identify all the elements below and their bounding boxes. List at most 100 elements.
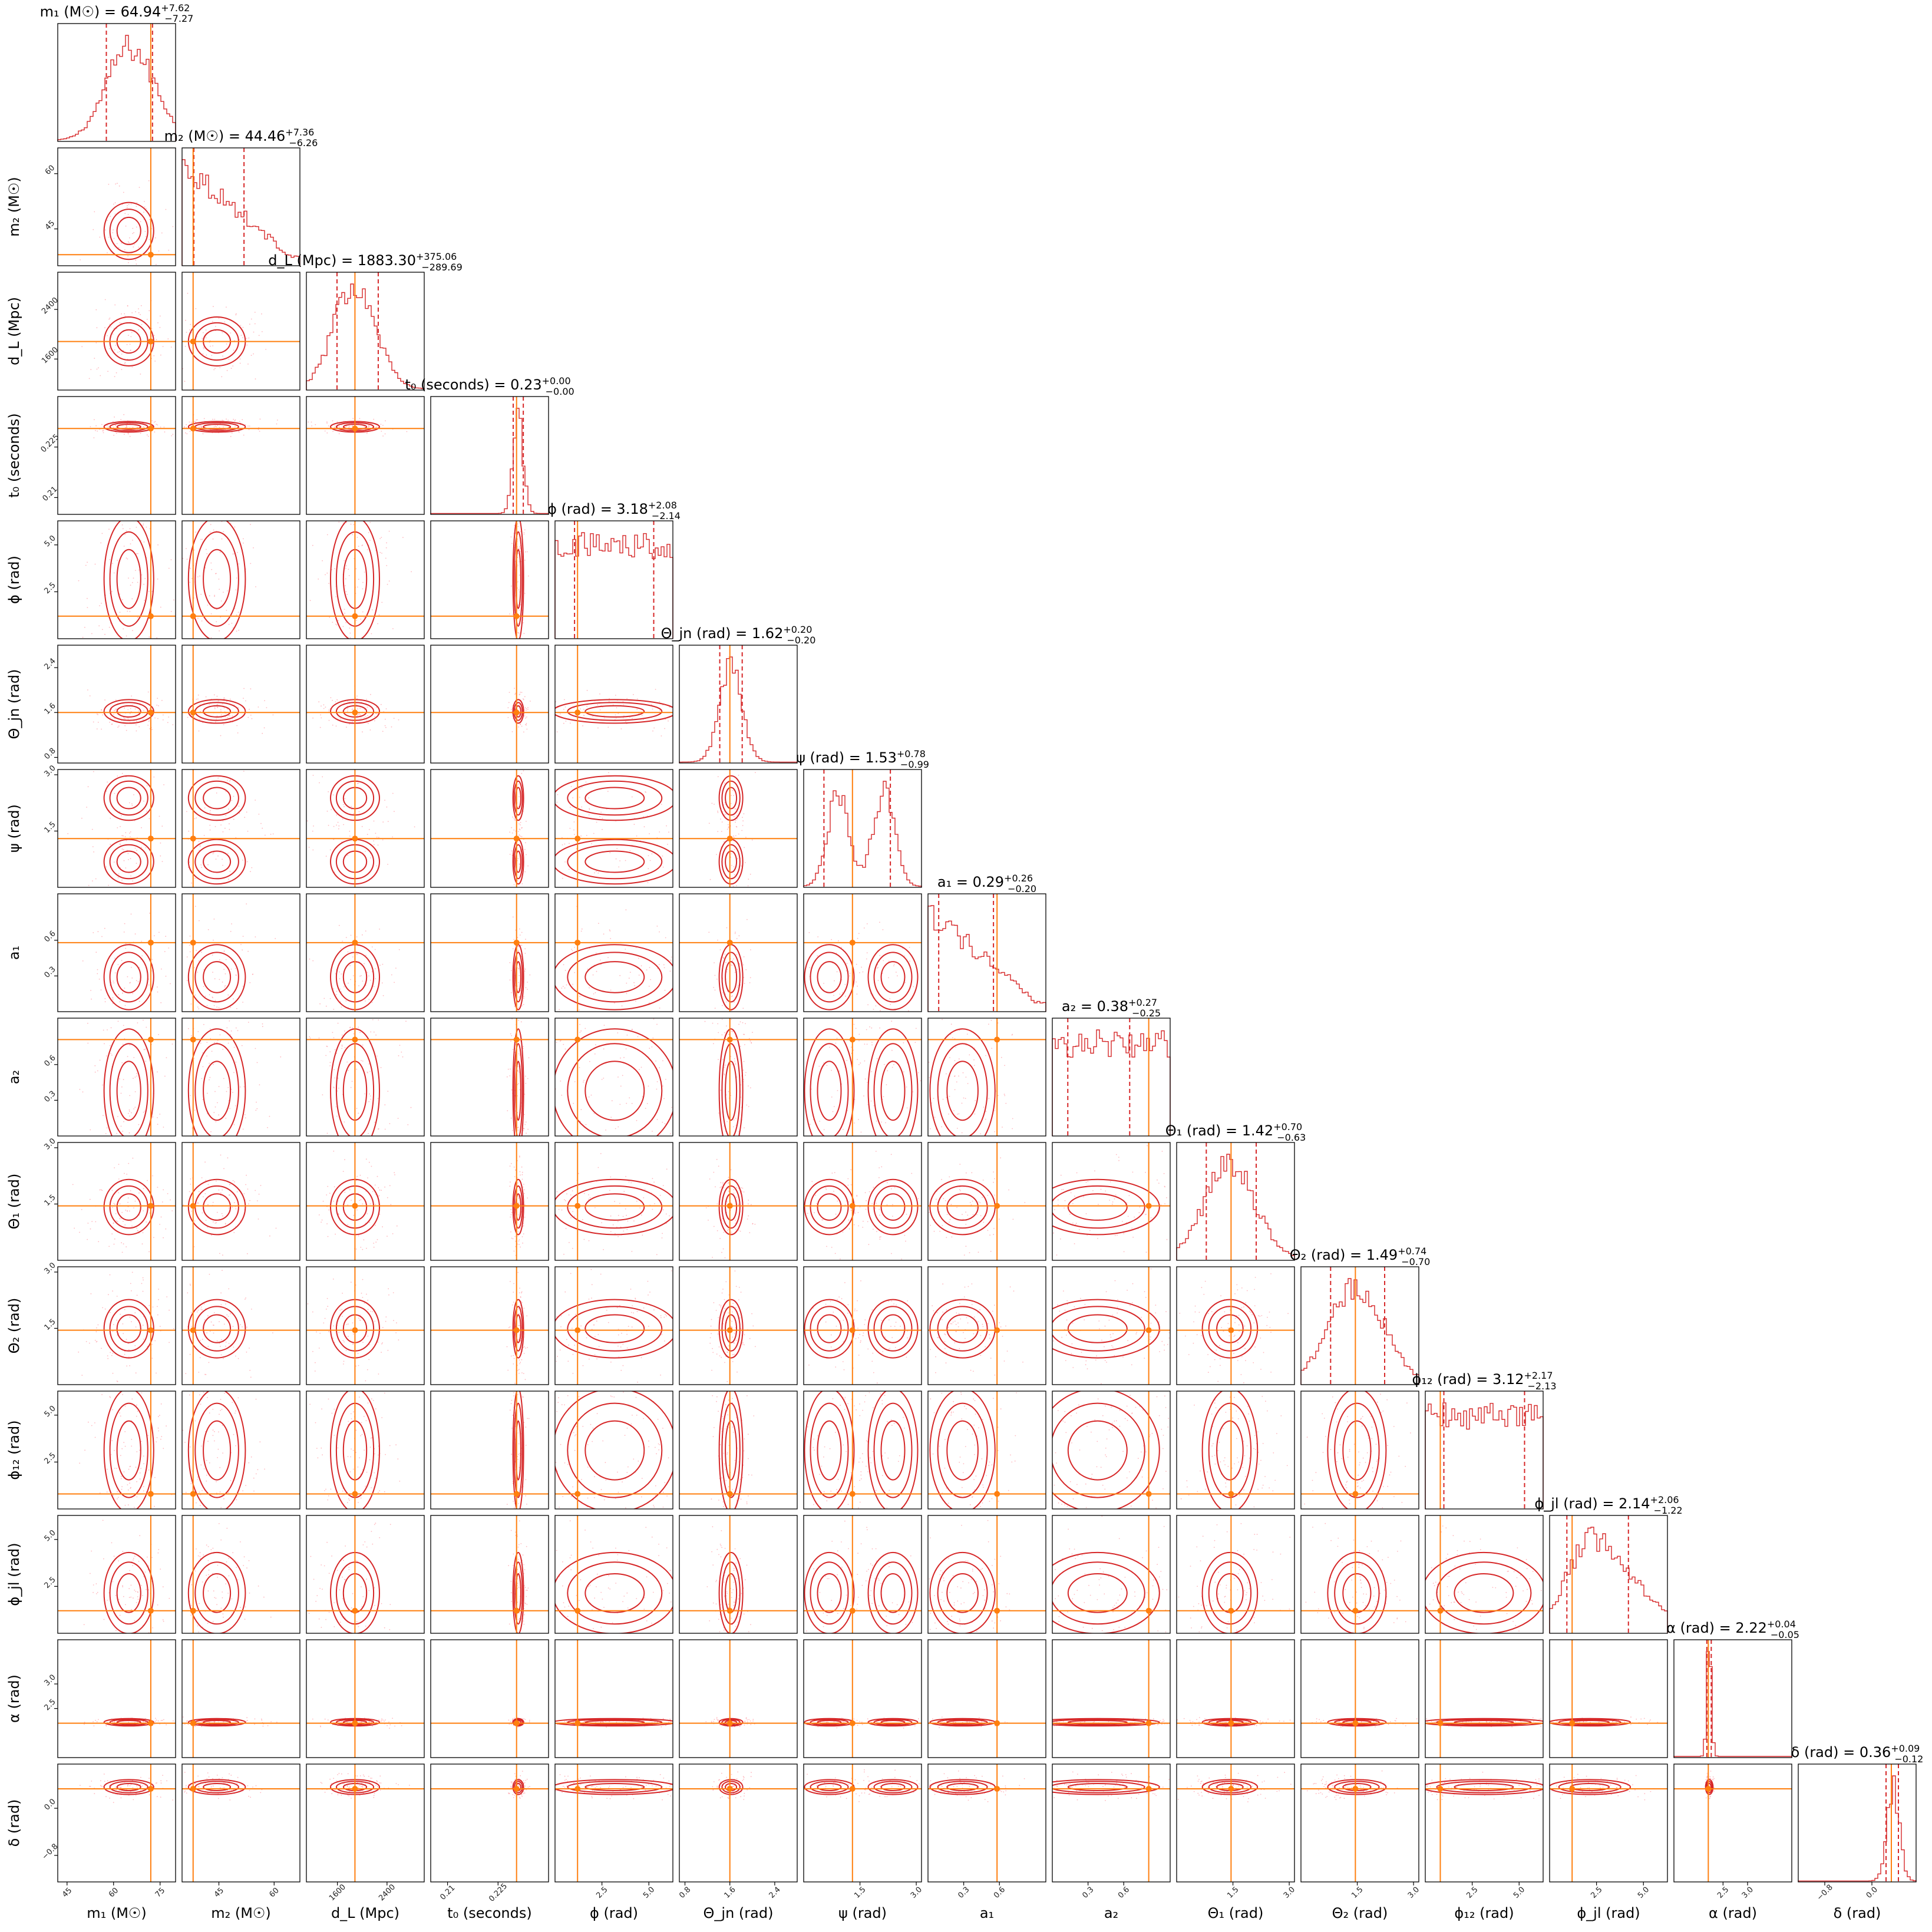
- truth-point: [994, 1786, 1000, 1792]
- x-axis-label: a₂: [1104, 1905, 1118, 1921]
- truth-point: [147, 1720, 154, 1726]
- contour-level-3: [187, 521, 246, 639]
- histogram-3: [430, 396, 549, 515]
- contour-level-1: [1067, 1783, 1128, 1791]
- contour-level-3: [867, 1299, 919, 1359]
- panel-7-1: [181, 893, 300, 1012]
- contour-level-2: [567, 952, 663, 1003]
- y-axis-label: a₁: [6, 946, 22, 960]
- contour-level-3: [867, 944, 919, 1010]
- histogram-bars: [1549, 1527, 1668, 1633]
- panel-frame: [430, 1142, 549, 1261]
- panel-frame: [1300, 1515, 1419, 1634]
- contour-level-3: [103, 1779, 154, 1795]
- histogram-0: [57, 23, 176, 142]
- histogram-9: [1176, 1142, 1295, 1261]
- truth-point: [849, 1327, 856, 1333]
- panel-10-6: [803, 1266, 922, 1385]
- panel-frame: [181, 1515, 300, 1634]
- truth-point: [190, 425, 196, 432]
- histogram-title: m₁ (M☉) = 64.94+7.62−7.27: [40, 2, 194, 24]
- truth-point: [574, 1203, 581, 1209]
- histogram-bars: [57, 35, 176, 141]
- panel-12-11: [1425, 1515, 1544, 1634]
- contour-level-2: [873, 1781, 913, 1794]
- truth-point: [574, 1786, 581, 1792]
- contour-level-3: [187, 699, 246, 724]
- contour-level-1: [584, 1783, 645, 1791]
- truth-point: [994, 1491, 1000, 1497]
- contour-level-2: [109, 780, 148, 816]
- histogram-title: ψ (rad) = 1.53+0.78−0.99: [796, 748, 929, 770]
- x-tick-label: 3.0: [1741, 1885, 1755, 1900]
- truth-point: [352, 1036, 358, 1043]
- contour-level-1: [584, 705, 645, 718]
- contour-level-1: [116, 1783, 141, 1791]
- y-tick-label: 2.4: [42, 656, 57, 671]
- y-tick-label: 1.6: [42, 702, 57, 716]
- contour-level-2: [567, 1306, 663, 1352]
- contour-level-3: [867, 1028, 919, 1136]
- contour-level-3: [1425, 1779, 1543, 1795]
- panel-10-8: [1052, 1266, 1171, 1385]
- contours: [512, 1551, 524, 1633]
- panel-frame: [1052, 1515, 1171, 1634]
- truth-point: [147, 1607, 154, 1614]
- panel-frame: [1176, 1391, 1295, 1510]
- panel-9-1: [181, 1142, 300, 1261]
- contour-level-2: [1052, 1402, 1145, 1498]
- contour-level-2: [513, 1561, 523, 1625]
- histogram-bars: [181, 159, 300, 266]
- panel-10-0: [57, 1266, 176, 1385]
- y-tick-label: 5.0: [42, 534, 57, 549]
- panel-frame: [57, 23, 176, 142]
- truth-point: [1228, 1327, 1234, 1333]
- truth-point: [147, 1036, 154, 1043]
- contour-level-2: [567, 1185, 663, 1229]
- contour-level-2: [810, 1402, 849, 1498]
- truth-point: [190, 1327, 196, 1333]
- truth-point: [190, 1203, 196, 1209]
- panel-10-7: [927, 1266, 1046, 1385]
- contour-level-3: [555, 1178, 673, 1236]
- contour-level-1: [880, 1314, 906, 1343]
- panel-frame: [57, 1018, 176, 1137]
- contours: [1327, 1391, 1387, 1509]
- contour-level-3: [1705, 1779, 1714, 1795]
- contour-level-3: [718, 1391, 744, 1509]
- panel-8-6: [803, 1018, 922, 1137]
- panel-12-5: [679, 1515, 798, 1634]
- contour-level-1: [1454, 1783, 1514, 1791]
- panel-14-0: [57, 1763, 176, 1883]
- contour-level-2: [567, 1781, 663, 1794]
- panel-11-5: [679, 1391, 798, 1510]
- contour-level-3: [867, 1178, 919, 1236]
- histogram-title: ϕ_jl (rad) = 2.14+2.06−1.22: [1534, 1494, 1682, 1516]
- panel-frame: [927, 1142, 1046, 1261]
- panel-frame: [554, 893, 673, 1012]
- contours: [187, 1028, 246, 1136]
- panel-frame: [181, 1391, 300, 1510]
- contour-level-1: [725, 961, 738, 993]
- truth-point: [352, 1491, 358, 1497]
- histogram-title: Θ₂ (rad) = 1.49+0.74−0.70: [1290, 1246, 1431, 1267]
- contour-level-1: [515, 850, 521, 873]
- contour-level-2: [1436, 1719, 1532, 1726]
- contour-level-3: [1201, 1551, 1259, 1633]
- contours: [718, 1178, 744, 1236]
- contour-level-2: [194, 844, 239, 880]
- truth-point: [849, 1203, 856, 1209]
- panel-frame: [679, 1142, 798, 1261]
- contour-level-3: [103, 699, 154, 724]
- truth-point: [1145, 1607, 1152, 1614]
- truth-point: [994, 1036, 1000, 1043]
- contours: [1425, 1779, 1543, 1795]
- contour-level-1: [116, 1061, 141, 1121]
- panel-11-7: [927, 1391, 1046, 1510]
- contours: [804, 1779, 919, 1795]
- panel-5-0: [57, 645, 176, 764]
- panel-frame: [57, 645, 176, 764]
- truth-point: [147, 1491, 154, 1497]
- panel-frame: [1300, 1639, 1419, 1758]
- contour-level-1: [725, 787, 738, 810]
